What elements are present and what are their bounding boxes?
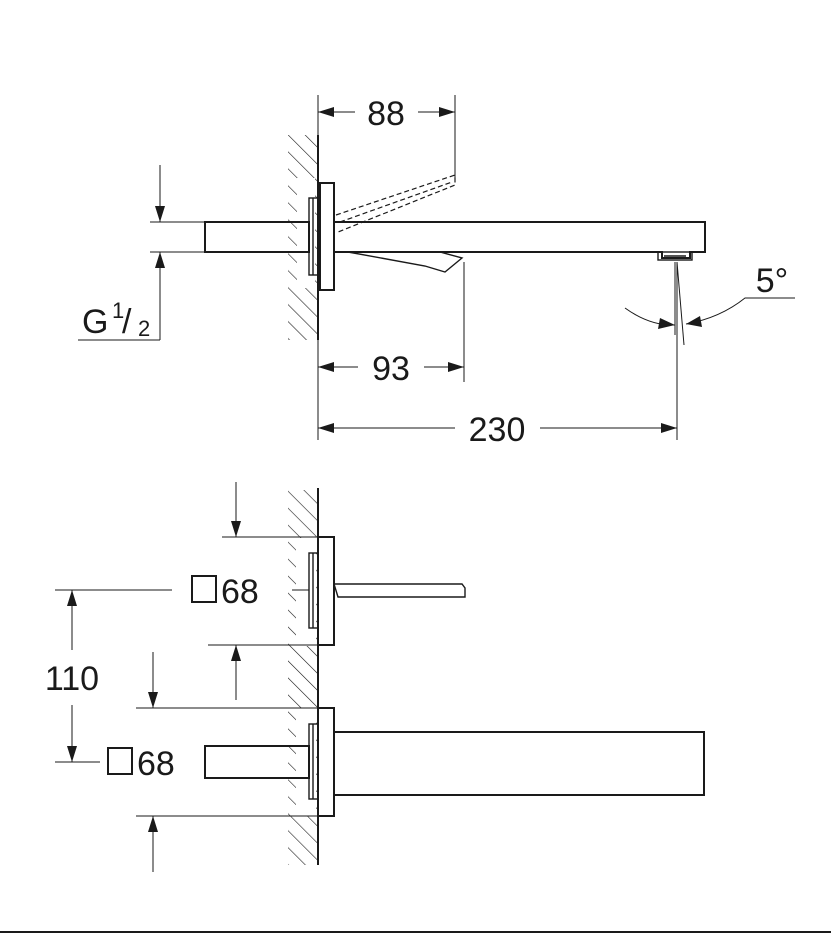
valve-body xyxy=(204,221,310,253)
top-view: 110 68 68 xyxy=(45,482,705,872)
thread-numerator: 1 xyxy=(112,298,124,323)
thread-denominator: 2 xyxy=(138,316,150,341)
square-icon xyxy=(191,575,217,603)
dimension-angle: 5° xyxy=(624,261,795,346)
thread-prefix: G xyxy=(82,303,108,341)
upper-rosette-dimension: 68 xyxy=(191,482,318,700)
dimension-230: 230 xyxy=(318,262,678,449)
dimension-93: 93 xyxy=(317,262,465,440)
dimension-110: 110 xyxy=(45,589,172,763)
wall-rosette xyxy=(308,182,335,291)
lever-handle-raised xyxy=(335,174,456,233)
upper-rosette xyxy=(308,536,466,646)
upper-rosette-label: 68 xyxy=(221,573,259,611)
dimension-thread: G 1 / 2 xyxy=(78,165,205,341)
lower-rosette-label: 68 xyxy=(137,745,175,783)
spout xyxy=(334,221,706,261)
square-icon xyxy=(107,747,133,775)
lower-rosette-dimension: 68 xyxy=(107,652,318,872)
dim-230-label: 230 xyxy=(469,411,526,449)
dimension-88: 88 xyxy=(317,95,456,183)
dim-93-label: 93 xyxy=(372,350,410,388)
side-view: 88 93 230 5° xyxy=(78,95,795,449)
thread-slash: / xyxy=(122,303,132,341)
lower-rosette xyxy=(204,707,705,817)
dim-110-label: 110 xyxy=(45,660,99,698)
wall-hatch-lower xyxy=(288,488,319,865)
dim-angle-label: 5° xyxy=(756,262,789,300)
dim-88-label: 88 xyxy=(367,95,405,133)
lever-handle xyxy=(347,251,464,273)
